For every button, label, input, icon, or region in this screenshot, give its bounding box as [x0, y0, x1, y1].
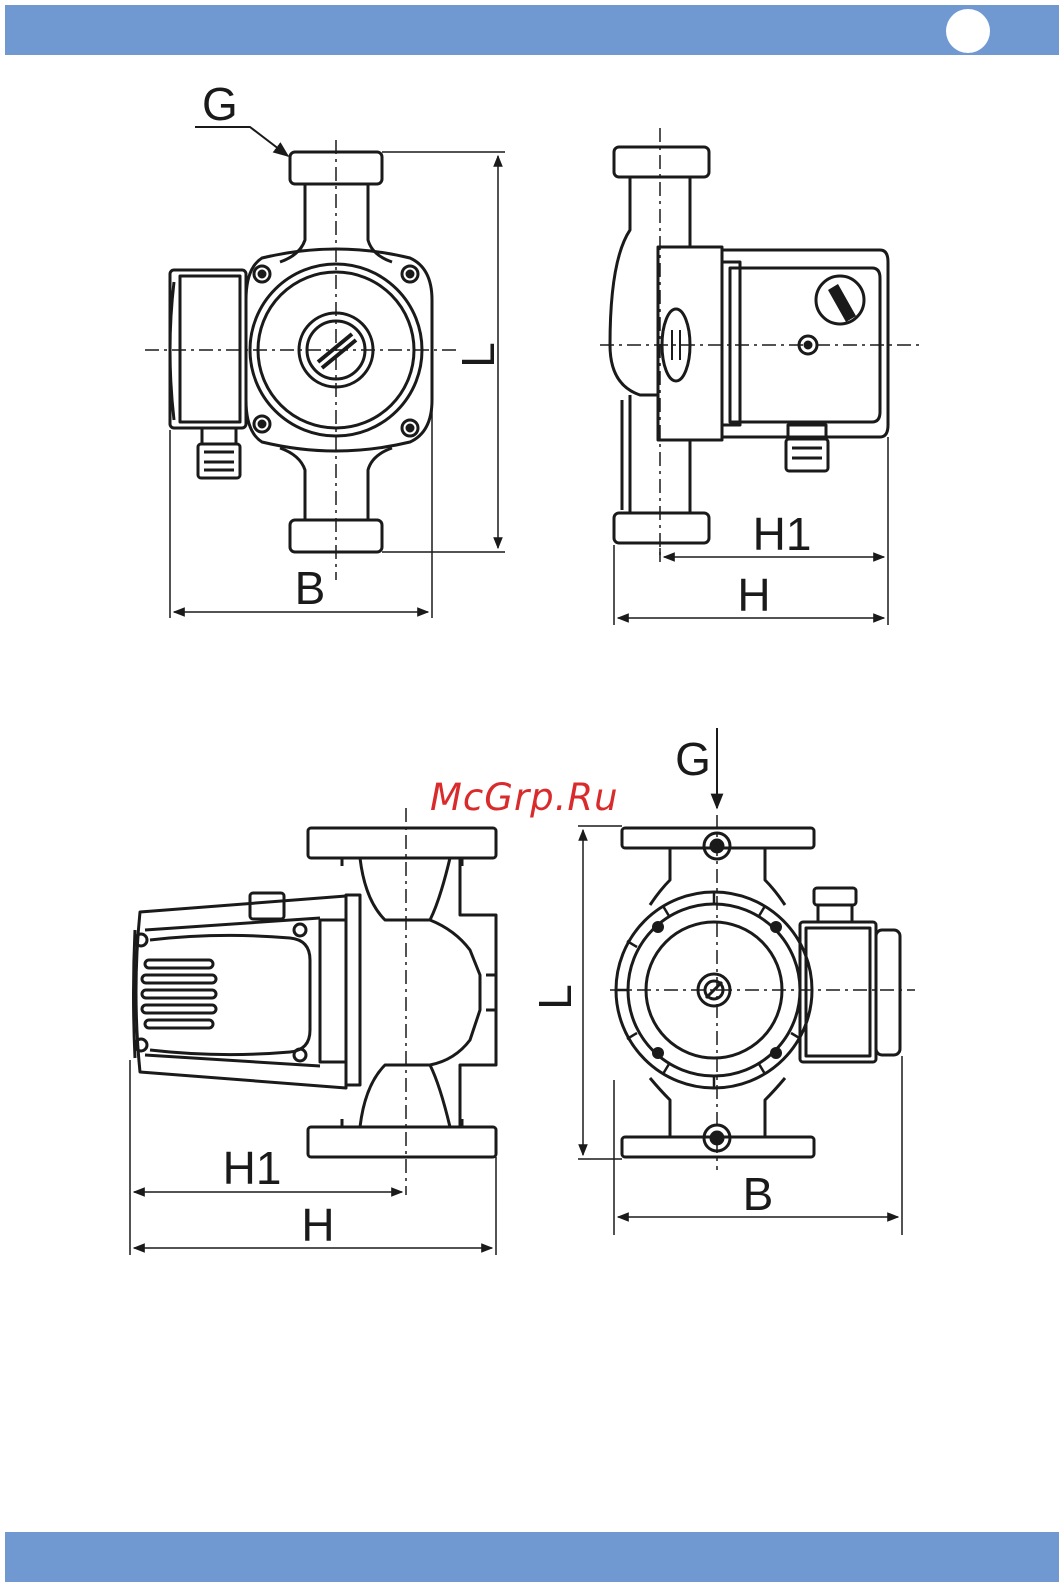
front-view-top [145, 127, 505, 618]
label-h1-bottom: H1 [223, 1142, 282, 1194]
label-g-bottom: G [675, 733, 711, 785]
label-g-top: G [202, 78, 238, 130]
label-l-top: L [452, 342, 504, 368]
label-h1-top: H1 [753, 508, 812, 560]
front-view-bottom [578, 728, 915, 1235]
label-l-bottom: L [529, 984, 581, 1010]
label-h-top: H [737, 569, 770, 621]
side-view-bottom [130, 808, 496, 1255]
watermark-text: McGrp.Ru [430, 776, 619, 819]
label-h-bottom: H [301, 1199, 334, 1251]
label-b-bottom: B [743, 1168, 774, 1220]
label-b-top: B [295, 562, 326, 614]
